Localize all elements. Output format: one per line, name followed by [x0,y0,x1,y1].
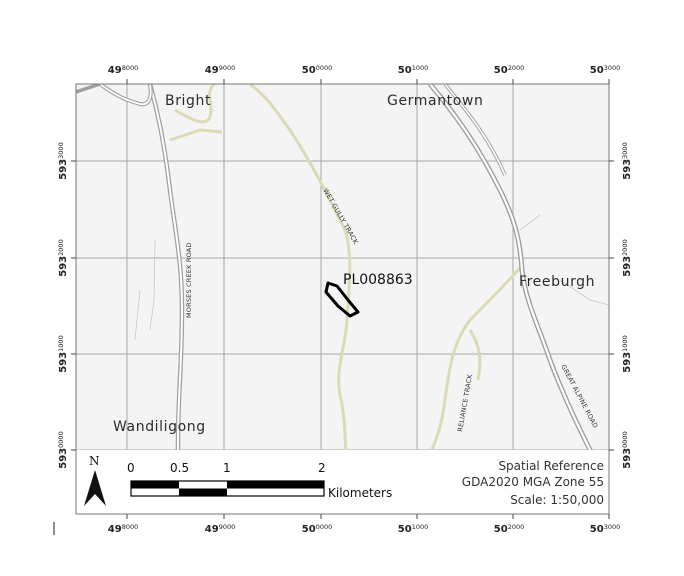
easting-label-bottom-3-major: 50 [398,524,412,535]
northing-label-right-3: 5930000 [621,431,633,468]
town-label-bright: Bright [165,93,211,109]
easting-label-bottom-0-major: 49 [108,524,122,535]
easting-label-top-2-major: 50 [302,65,316,76]
wet-gully-track [249,84,352,514]
northing-label-right-0: 5933000 [621,142,633,179]
easting-label-top-0-major: 49 [108,65,122,76]
bright-track [174,84,216,124]
easting-label-bottom-2-minor: 0000 [316,523,333,531]
town-label-wandiligong: Wandiligong [113,419,206,435]
easting-label-top-5-minor: 3000 [604,64,621,72]
northing-label-left-1-major: 593 [58,256,69,277]
town-label-germantown: Germantown [387,93,483,109]
northing-label-right-3-major: 593 [622,448,633,469]
creeks [134,214,609,341]
northing-label-right-0-minor: 3000 [621,142,629,159]
spatial-reference-box: Spatial Reference GDA2020 MGA Zone 55 Sc… [462,459,604,507]
scale-segment-3 [227,481,324,489]
easting-label-bottom-1-minor: 9000 [219,523,236,531]
road-label-morses-creek-road: MORSES CREEK ROAD [185,242,193,318]
easting-label-top-2-minor: 0000 [316,64,333,72]
northing-label-right-1-major: 593 [622,256,633,277]
northing-label-left-2: 5931000 [57,335,69,372]
side-track [169,128,223,142]
easting-label-top-5: 503000 [590,64,620,76]
reliance-track-branch [468,329,482,381]
easting-label-bottom-0-minor: 8000 [122,523,139,531]
scale-label-1: 1 [223,461,231,475]
coordinate-labels: 4980004980004990004990005000005000005010… [57,64,633,535]
scale-label-2: 2 [318,461,326,475]
easting-label-bottom-5: 503000 [590,523,620,535]
northing-label-left-1: 5932000 [57,239,69,276]
easting-label-top-3: 501000 [398,64,428,76]
scale-label-0-5: 0.5 [170,461,189,475]
spatial-reference-datum: GDA2020 MGA Zone 55 [462,475,604,489]
tick-marks [71,79,614,519]
easting-label-top-3-minor: 1000 [412,64,429,72]
map-frame [75,83,610,515]
easting-label-bottom-0: 498000 [108,523,138,535]
northing-label-right-1: 5932000 [621,239,633,276]
easting-label-bottom-1: 499000 [205,523,235,535]
easting-label-top-1-minor: 9000 [219,64,236,72]
easting-label-bottom-5-minor: 3000 [604,523,621,531]
easting-label-bottom-4: 502000 [494,523,524,535]
bright-road [99,84,152,106]
scale-segment-2 [179,488,227,496]
easting-label-top-0: 498000 [108,64,138,76]
scale-segment-1 [131,481,179,489]
bright-road-2-outline [76,84,101,94]
northing-label-left-2-major: 593 [58,352,69,373]
easting-label-top-1: 499000 [205,64,235,76]
easting-label-top-5-major: 50 [590,65,604,76]
northing-label-left-0: 5933000 [57,142,69,179]
easting-label-bottom-2: 500000 [302,523,332,535]
easting-label-bottom-4-minor: 2000 [508,523,525,531]
easting-label-bottom-2-major: 50 [302,524,316,535]
northing-label-left-1-minor: 2000 [57,239,65,256]
northing-label-left-2-minor: 1000 [57,335,65,352]
easting-label-top-1-major: 49 [205,65,219,76]
spatial-reference-title: Spatial Reference [498,459,604,473]
town-label-freeburgh: Freeburgh [519,274,595,290]
north-arrow-label: N [89,454,100,468]
northing-label-right-2-minor: 1000 [621,335,629,352]
northing-label-right-0-major: 593 [622,159,633,180]
north-arrow: N [84,454,106,506]
easting-label-top-3-major: 50 [398,65,412,76]
scale-bar: 0 0.5 1 2 Kilometers [127,461,392,500]
secondary-road [444,84,506,176]
scale-label-0: 0 [127,461,135,475]
spatial-reference-scale: Scale: 1:50,000 [510,493,604,507]
northing-label-left-0-minor: 3000 [57,142,65,159]
scale-unit: Kilometers [328,486,392,500]
easting-label-bottom-3: 501000 [398,523,428,535]
great-alpine-road [429,84,609,481]
easting-label-bottom-4-major: 50 [494,524,508,535]
parcel-label: PL008863 [343,272,413,288]
northing-label-right-2: 5931000 [621,335,633,372]
northing-label-left-3: 5930000 [57,431,69,468]
north-arrow-icon [84,470,106,506]
northing-label-left-0-major: 593 [58,159,69,180]
northing-label-right-2-major: 593 [622,352,633,373]
easting-label-bottom-1-major: 49 [205,524,219,535]
northing-label-left-3-minor: 0000 [57,431,65,448]
parcel-polygon [324,281,360,318]
northing-label-right-1-minor: 2000 [621,239,629,256]
northing-label-left-3-major: 593 [58,448,69,469]
easting-label-top-0-minor: 8000 [122,64,139,72]
easting-label-top-4-major: 50 [494,65,508,76]
easting-label-top-2: 500000 [302,64,332,76]
easting-label-bottom-3-minor: 1000 [412,523,429,531]
easting-label-top-4-minor: 2000 [508,64,525,72]
northing-label-right-3-minor: 0000 [621,431,629,448]
easting-label-bottom-5-major: 50 [590,524,604,535]
easting-label-top-4: 502000 [494,64,524,76]
